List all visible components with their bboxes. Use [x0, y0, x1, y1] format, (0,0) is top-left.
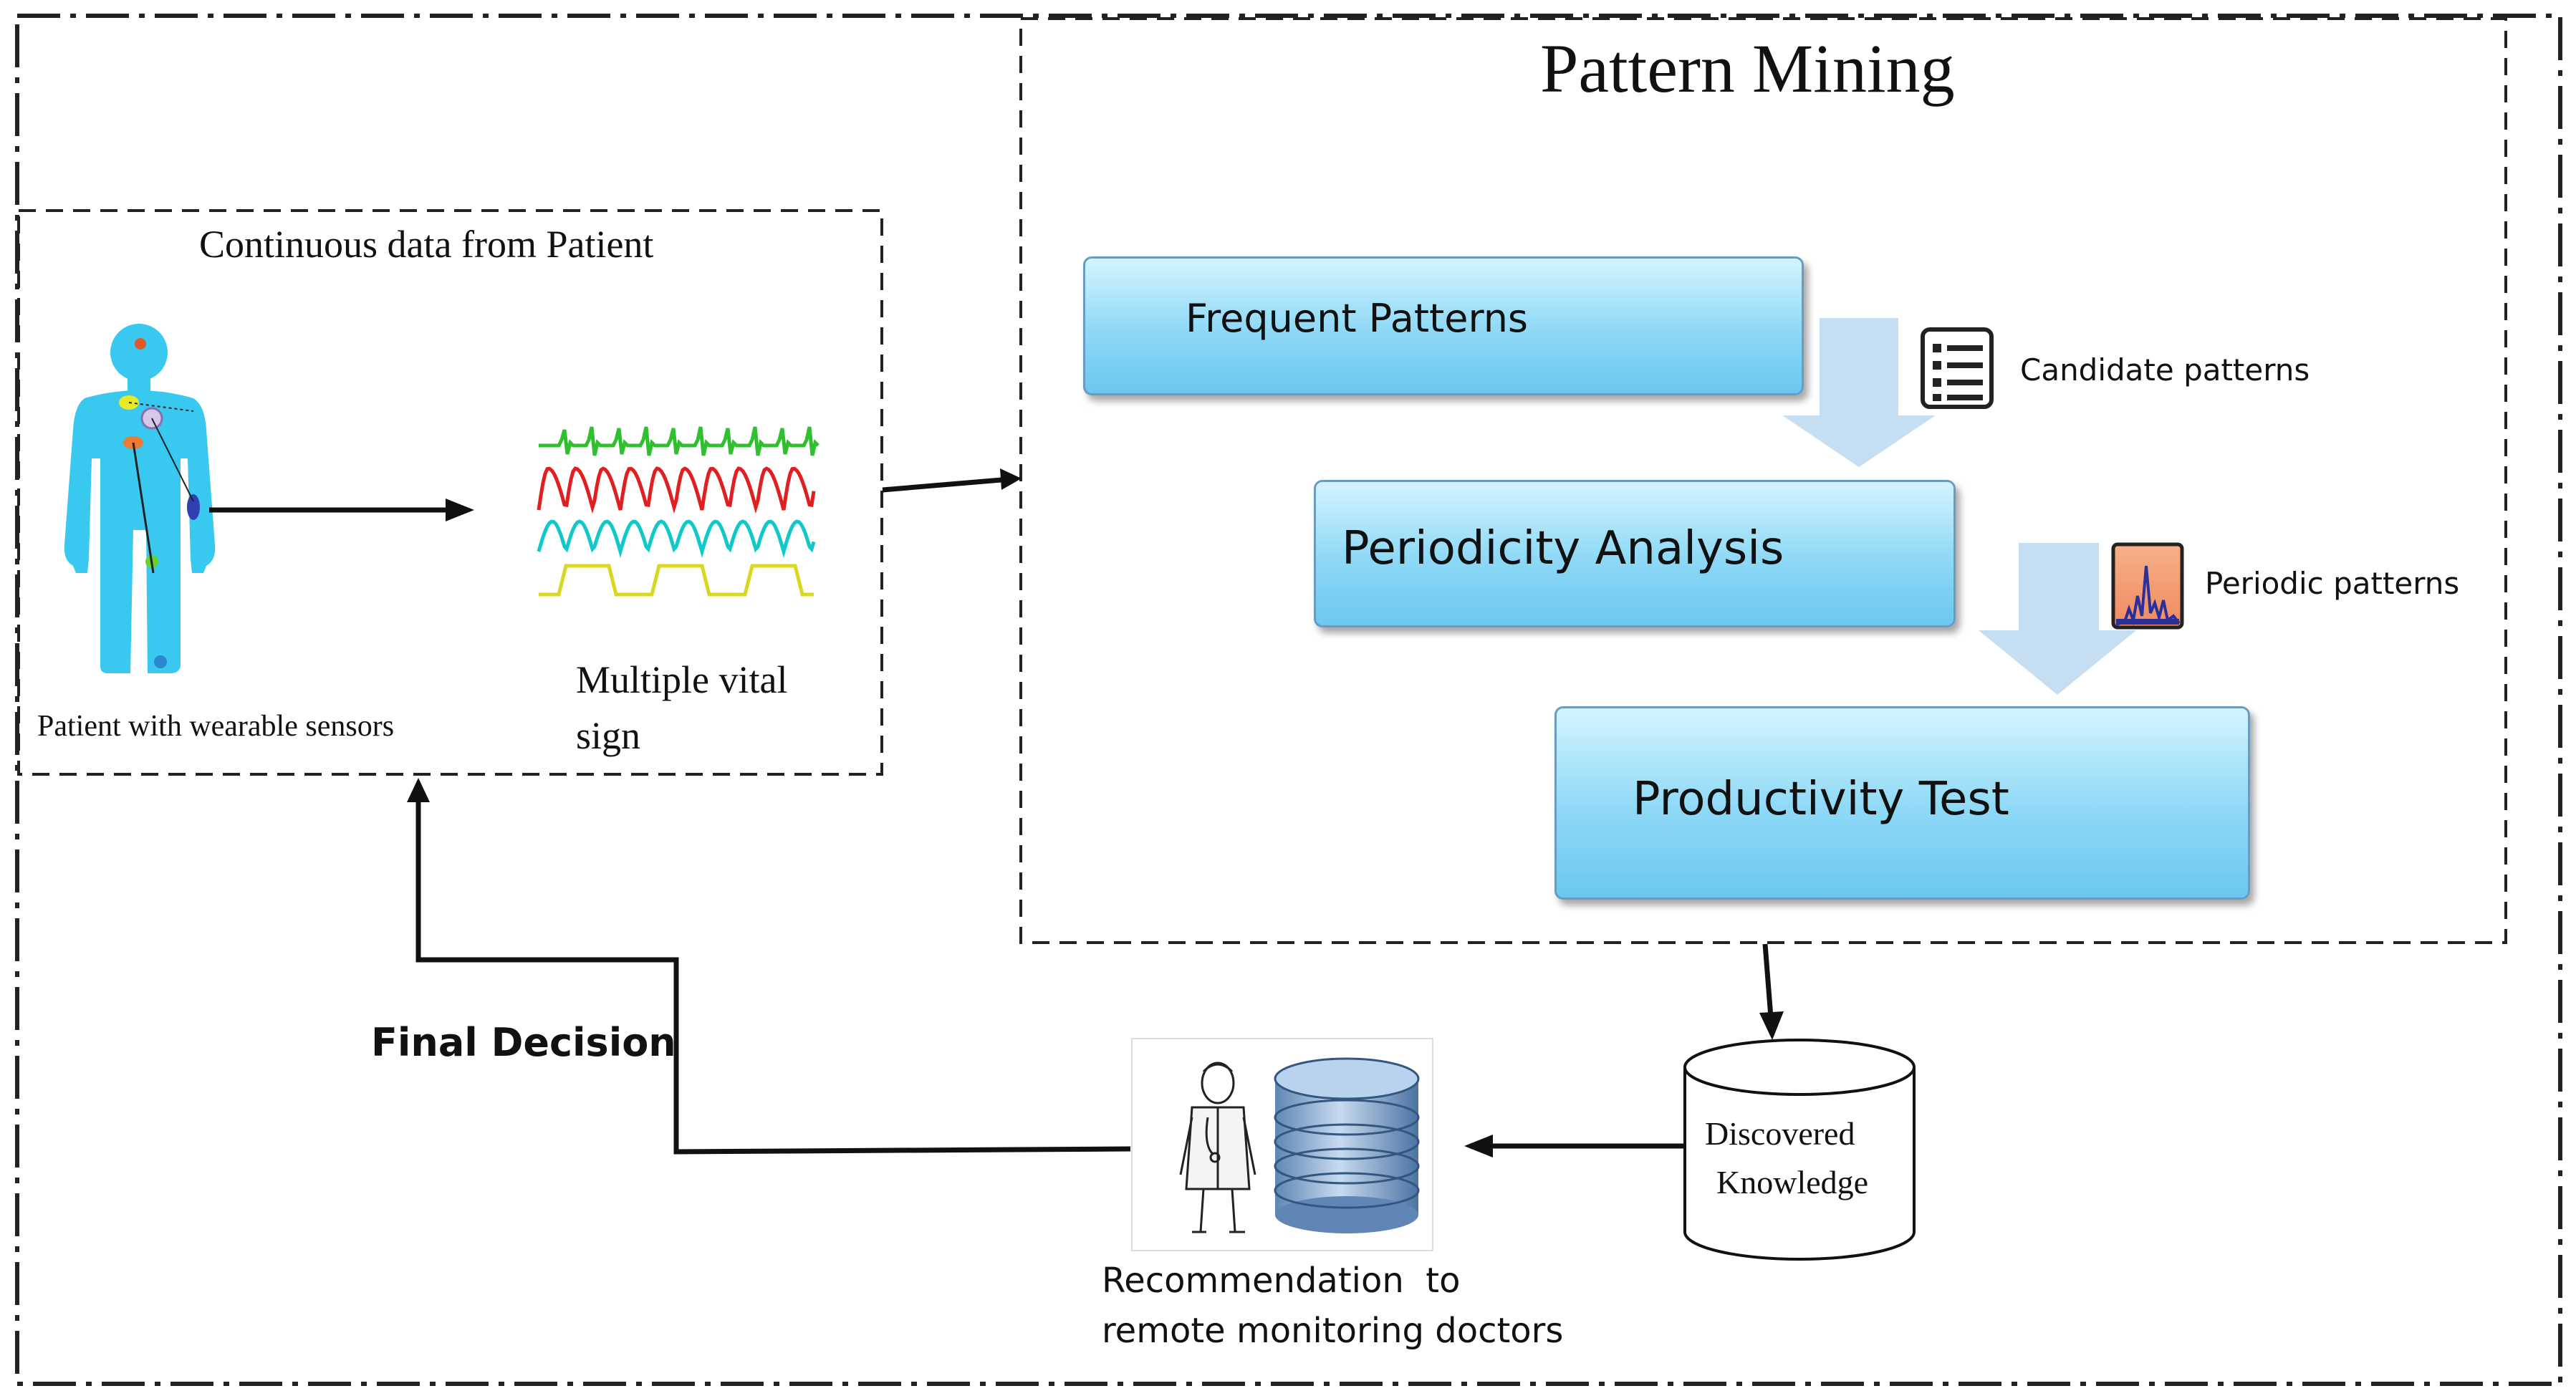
outer-border [15, 14, 2562, 1386]
periodic-spectrum-icon [2111, 542, 2184, 630]
step-periodicity-analysis-label: Periodicity Analysis [1342, 522, 1784, 575]
recommendation-line1: Recommendation to [1102, 1261, 1461, 1301]
knowledge-label-line1: Discovered [1705, 1115, 1855, 1152]
patient-body-figure [64, 324, 216, 673]
database-stack-icon [1274, 1057, 1420, 1233]
final-decision-label: Final Decision [371, 1020, 676, 1065]
vital-sign-waveforms [537, 426, 820, 597]
flow-arrow-2 [1979, 543, 2136, 695]
step-frequent-patterns-label: Frequent Patterns [1186, 296, 1529, 341]
blood-pressure-wave [537, 466, 816, 514]
recommendation-line2: remote monitoring doctors [1102, 1311, 1564, 1351]
step-productivity-test: Productivity Test [1554, 706, 2250, 900]
knowledge-label-line2: Knowledge [1716, 1164, 1869, 1200]
patient-data-frame [17, 209, 883, 776]
step-periodicity-analysis: Periodicity Analysis [1314, 480, 1956, 627]
pattern-mining-title: Pattern Mining [1540, 30, 1955, 107]
pulse-square-wave [539, 564, 814, 597]
periodic-patterns-note: Periodic patterns [2205, 566, 2460, 601]
step-productivity-test-label: Productivity Test [1633, 773, 2009, 826]
vital-sign-label-line2: sign [576, 714, 641, 757]
doctor-icon [1179, 1062, 1256, 1233]
patient-label: Patient with wearable sensors [37, 710, 395, 743]
candidate-patterns-note: Candidate patterns [2020, 352, 2310, 387]
vital-sign-label-line1: Multiple vital [576, 658, 788, 701]
flow-arrow-1 [1782, 318, 1936, 467]
pattern-mining-frame [1019, 17, 2507, 944]
respiration-wave [537, 519, 816, 558]
step-frequent-patterns: Frequent Patterns [1083, 256, 1804, 395]
candidate-list-icon [1921, 327, 1994, 409]
doctor-database-image [1131, 1038, 1433, 1251]
knowledge-cylinder [1683, 1039, 1916, 1261]
ecg-wave [539, 426, 820, 456]
patient-panel-title: Continuous data from Patient [199, 223, 654, 266]
